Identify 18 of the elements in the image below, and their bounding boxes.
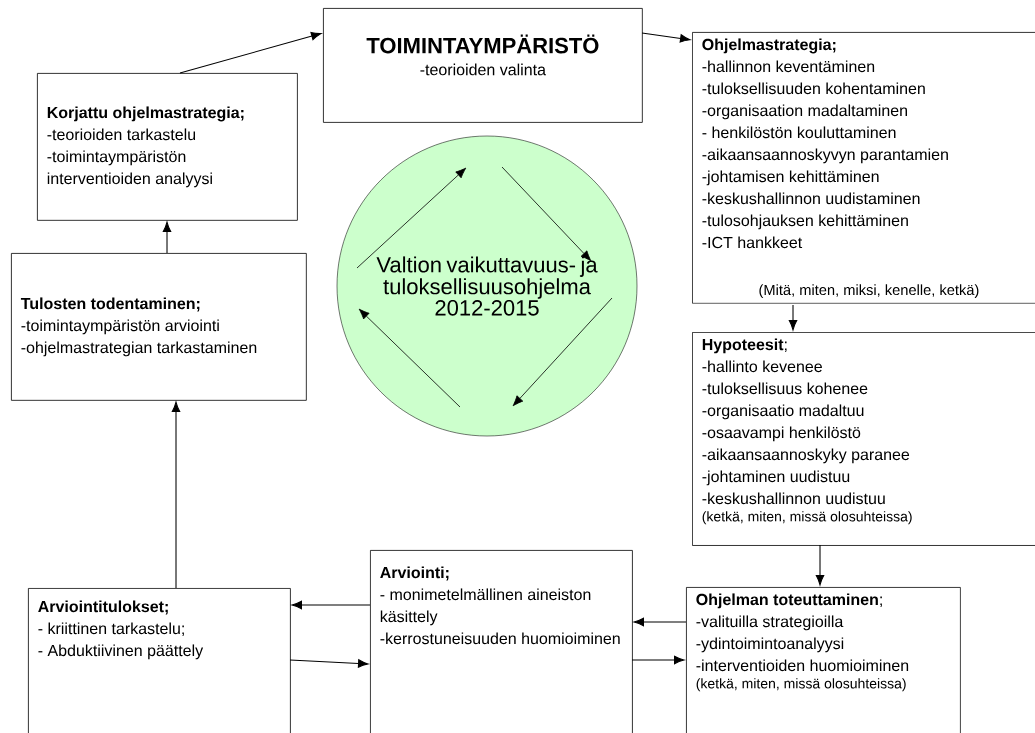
text-box: Arviointitulokset; - kriittinen tarkastelu; - Abduktiivinen päättely <box>28 588 291 733</box>
text-box: Arviointi; - monimetelmällinen aineiston käsittely -kerrostuneisuuden huomioiminen <box>370 550 633 733</box>
arrow <box>162 221 172 254</box>
text-box: Ohjelmastrategia; -hallinnon keventäminen -tuloksellisuuden kohentaminen -organisaation madaltaminen - henkilöstön kouluttaminen -aikaansaannoskyvyn parantamien -johtamisen kehittäminen -keskushallinnon uudistaminen -tulosohjauksen kehittäminen -ICT hankkeet (Mitä, miten, miksi, kenelle, ketkä) <box>692 32 1035 304</box>
arrow <box>815 544 825 586</box>
arrow <box>641 32 691 43</box>
text-box: Hypoteesit; -hallinto kevenee -tuloksellisuus kohenee -organisaatio madaltuu -osaavampi henkilöstö -aikaansaannoskyky paranee -johtaminen uudistuu -keskushallinnon uudistuu (ketkä, miten, missä olosuhteissa) <box>692 332 1035 546</box>
arrow <box>179 31 322 74</box>
text-box: Korjattu ohjelmastrategia; -teorioiden tarkastelu -toimintaympäristön interventioiden analyysi <box>37 73 298 221</box>
arrow <box>289 659 369 668</box>
text-box: Tulosten todentaminen; -toimintaympäristön arviointi -ohjelmastrategian tarkastaminen <box>11 253 307 401</box>
arrow <box>633 617 687 627</box>
text-box: Ohjelman toteuttaminen; -valituilla strategioilla -ydintoimintoanalyysi -interventioiden huomioiminen (ketkä, miten, missä olosuhteissa) <box>686 587 961 733</box>
arrow <box>631 655 685 665</box>
arrow <box>788 304 798 331</box>
text-box: TOIMINTAYMPÄRISTÖ -teorioiden valinta <box>323 8 643 123</box>
arrow <box>171 401 181 589</box>
arrow <box>291 600 371 610</box>
